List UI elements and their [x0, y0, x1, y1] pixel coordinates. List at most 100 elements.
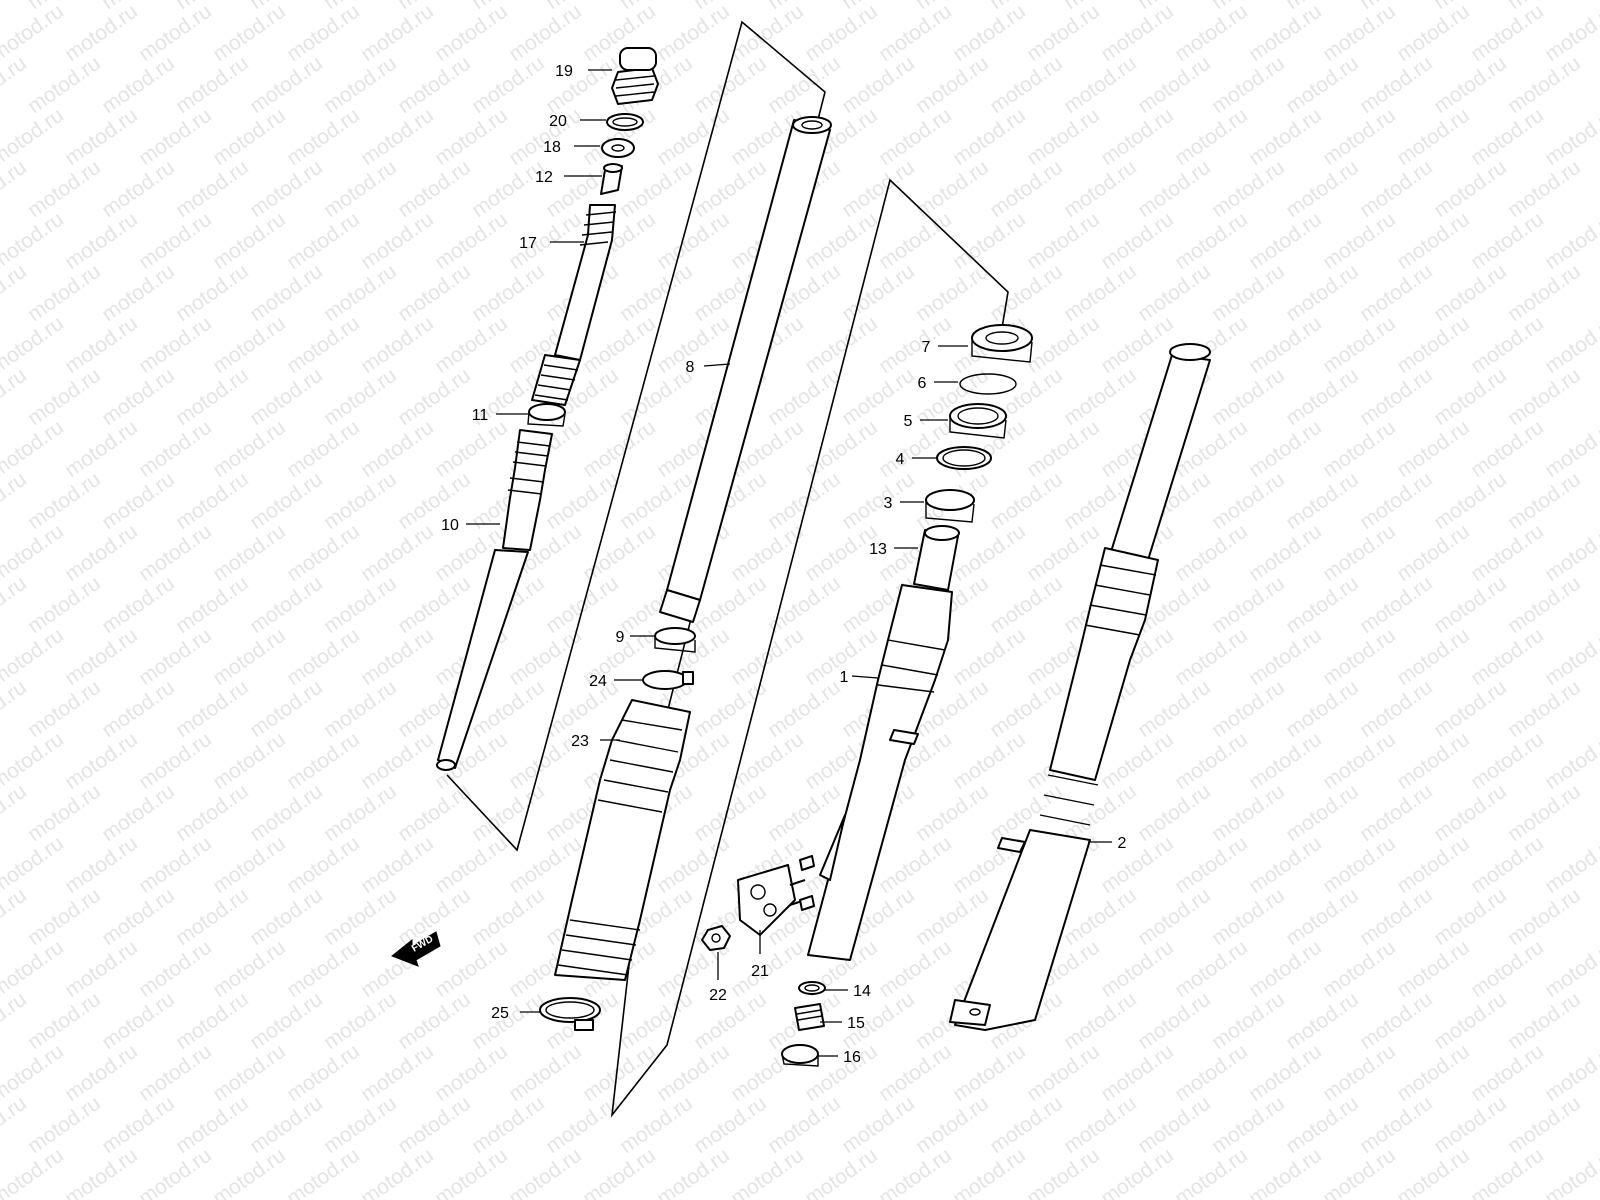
- watermark-text: motod.ru: [1430, 156, 1511, 222]
- watermark-text: motod.ru: [764, 364, 845, 430]
- watermark-text: motod.ru: [1245, 0, 1326, 66]
- watermark-text: motod.ru: [172, 572, 253, 638]
- oil-seal-5[interactable]: [949, 403, 1007, 439]
- callout-22[interactable]: 22: [709, 987, 727, 1004]
- washer-18[interactable]: [601, 138, 635, 158]
- watermark-text: motod.ru: [1393, 936, 1474, 1002]
- drain-bolt-15[interactable]: [794, 1003, 825, 1031]
- watermark-text: motod.ru: [1282, 364, 1363, 430]
- watermark-text: motod.ru: [505, 832, 586, 898]
- callout-6[interactable]: 6: [918, 375, 927, 392]
- callout-4[interactable]: 4: [896, 451, 905, 468]
- callout-3[interactable]: 3: [884, 495, 893, 512]
- watermark-text: motod.ru: [1393, 832, 1474, 898]
- watermark-text: motod.ru: [1504, 1092, 1585, 1158]
- watermark-text: motod.ru: [357, 208, 438, 274]
- axle-holder-21[interactable]: [737, 864, 806, 936]
- cap-bolt-19[interactable]: [611, 47, 659, 105]
- watermark-text: motod.ru: [320, 52, 401, 118]
- watermark-text: motod.ru: [1134, 52, 1215, 118]
- watermark-text: motod.ru: [1023, 520, 1104, 586]
- callout-5[interactable]: 5: [904, 413, 913, 430]
- nut-22[interactable]: [701, 925, 731, 951]
- watermark-text: motod.ru: [875, 936, 956, 1002]
- callout-16[interactable]: 16: [843, 1049, 861, 1066]
- callout-9[interactable]: 9: [616, 629, 625, 646]
- watermark-text: motod.ru: [172, 156, 253, 222]
- watermark-text: motod.ru: [542, 468, 623, 534]
- callout-15[interactable]: 15: [847, 1015, 865, 1032]
- watermark-text: motod.ru: [1356, 988, 1437, 1054]
- spacer-12[interactable]: [600, 163, 623, 195]
- watermark-text: motod.ru: [357, 1144, 438, 1200]
- callout-23[interactable]: 23: [571, 733, 589, 750]
- oil-lock-piece-13[interactable]: [913, 525, 960, 591]
- watermark-text: motod.ru: [690, 988, 771, 1054]
- watermark-text: motod.ru: [1208, 52, 1289, 118]
- watermark-text: motod.ru: [98, 156, 179, 222]
- callout-14[interactable]: 14: [853, 983, 871, 1000]
- watermark-text: motod.ru: [172, 468, 253, 534]
- watermark-text: motod.ru: [801, 208, 882, 274]
- watermark-text: motod.ru: [616, 156, 697, 222]
- watermark-text: motod.ru: [1393, 208, 1474, 274]
- callout-20[interactable]: 20: [549, 113, 567, 130]
- damper-rod-10[interactable]: [436, 429, 553, 771]
- watermark-text: motod.ru: [912, 1092, 993, 1158]
- callout-18[interactable]: 18: [543, 139, 561, 156]
- watermark-text: motod.ru: [875, 832, 956, 898]
- watermark-text: motod.ru: [0, 676, 31, 742]
- callout-24[interactable]: 24: [589, 673, 607, 690]
- watermark-text: motod.ru: [468, 156, 549, 222]
- snap-ring-6[interactable]: [959, 373, 1017, 395]
- dust-boot-23[interactable]: [554, 699, 691, 981]
- callout-19[interactable]: 19: [555, 63, 573, 80]
- callout-8[interactable]: 8: [686, 359, 695, 376]
- watermark-text: motod.ru: [986, 468, 1067, 534]
- watermark-text: motod.ru: [1208, 1092, 1289, 1158]
- o-ring-20[interactable]: [606, 113, 644, 131]
- watermark-text: motod.ru: [135, 104, 216, 170]
- callout-11[interactable]: 11: [472, 407, 489, 424]
- watermark-text: motod.ru: [838, 156, 919, 222]
- callout-10[interactable]: 10: [441, 517, 459, 534]
- callout-25[interactable]: 25: [491, 1005, 509, 1022]
- piston-ring-11[interactable]: [527, 403, 566, 427]
- callout-21[interactable]: 21: [751, 963, 769, 980]
- gasket-14[interactable]: [798, 981, 826, 995]
- outer-tube-1[interactable]: [807, 584, 953, 961]
- callout-7[interactable]: 7: [922, 339, 931, 356]
- boot-clamp-24[interactable]: [642, 670, 694, 690]
- watermark-text: motod.ru: [1023, 1040, 1104, 1106]
- watermark-text: motod.ru: [209, 0, 290, 66]
- fork-assembly-2[interactable]: [949, 343, 1211, 1031]
- watermark-text: motod.ru: [1356, 156, 1437, 222]
- watermark-text: motod.ru: [357, 520, 438, 586]
- callout-2[interactable]: 2: [1118, 835, 1127, 852]
- callout-1[interactable]: 1: [840, 669, 849, 686]
- watermark-text: motod.ru: [1504, 364, 1585, 430]
- dust-seal-7[interactable]: [971, 324, 1033, 363]
- watermark-text: motod.ru: [1356, 676, 1437, 742]
- callout-13[interactable]: 13: [869, 541, 887, 558]
- watermark-text: motod.ru: [838, 260, 919, 326]
- watermark-text: motod.ru: [1356, 260, 1437, 326]
- inner-tube-8[interactable]: [659, 116, 832, 623]
- seal-spacer-4[interactable]: [936, 446, 992, 470]
- guide-bushing-3[interactable]: [925, 489, 975, 523]
- watermark-text: motod.ru: [135, 312, 216, 378]
- callout-17[interactable]: 17: [519, 235, 537, 252]
- watermark-text: motod.ru: [172, 364, 253, 430]
- watermark-text: motod.ru: [283, 1144, 364, 1200]
- watermark-text: motod.ru: [98, 884, 179, 950]
- boot-clamp-25[interactable]: [539, 997, 601, 1031]
- bushing-9[interactable]: [654, 627, 696, 653]
- watermark-text: motod.ru: [1134, 156, 1215, 222]
- watermark-text: motod.ru: [875, 1040, 956, 1106]
- watermark-text: motod.ru: [1319, 1040, 1400, 1106]
- cap-16[interactable]: [781, 1044, 819, 1067]
- watermark-text: motod.ru: [320, 364, 401, 430]
- watermark-text: motod.ru: [1430, 572, 1511, 638]
- callout-12[interactable]: 12: [535, 169, 553, 186]
- spring-lower[interactable]: [531, 354, 581, 406]
